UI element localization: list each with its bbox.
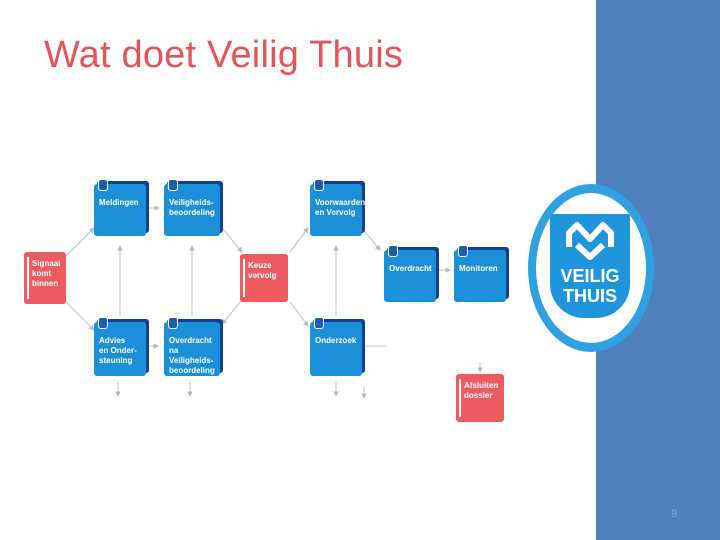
node-label: Overdracht na Veiligheids- beoordeling (169, 336, 215, 375)
clipboard-icon (458, 245, 468, 257)
node-label: Overdracht (389, 264, 432, 273)
clipboard-icon (388, 245, 398, 257)
slide-title: Wat doet Veilig Thuis (44, 34, 404, 76)
node-signaal: Signaal komt binnen (24, 252, 66, 304)
node-advies: Advies en Onder- steuning (94, 317, 146, 376)
node-label: Onderzoek (315, 336, 357, 345)
node-overdracht: Overdracht (384, 245, 436, 302)
connector-veiligheid-advies (221, 299, 243, 325)
node-monitoren: Monitoren (454, 245, 506, 302)
node-label: Keuze vervolg (248, 261, 277, 280)
clipboard-icon (314, 179, 324, 191)
clipboard-icon (98, 179, 108, 191)
connector-voorwaarden-overdracht (361, 227, 381, 251)
node-label: Meldingen (99, 198, 139, 207)
connector-signaal-advies (65, 301, 95, 331)
clipboard-icon (168, 317, 178, 329)
heart-house-icon (566, 222, 614, 260)
clipboard-icon (168, 179, 178, 191)
node-keuze: Keuze vervolg (240, 254, 288, 302)
node-voorwaarden: Voorwaarden en Vervolg (310, 179, 366, 236)
clipboard-icon (98, 317, 108, 329)
node-overdracht-veiligheid: Overdracht na Veiligheids- beoordeling (164, 317, 220, 376)
connector-veiligheid-keuze (221, 227, 243, 253)
page-number: 9 (670, 508, 678, 520)
node-label: Voorwaarden en Vervolg (315, 198, 366, 217)
node-label: Veiligheids- beoordeling (169, 198, 215, 217)
node-meldingen: Meldingen (94, 179, 146, 236)
clipboard-icon (314, 317, 324, 329)
node-veiligheidsbeoordeling: Veiligheids- beoordeling (164, 179, 220, 236)
node-onderzoek: Onderzoek (310, 317, 362, 376)
node-label: Afsluiten dossier (464, 381, 499, 400)
connector-keuze-voorwaarden (289, 227, 309, 253)
logo-text-line2: THUIS (563, 286, 617, 306)
connector-signaal-meldingen (65, 227, 95, 257)
node-label: Advies en Onder- steuning (99, 336, 137, 365)
node-afsluiten: Afsluiten dossier (456, 374, 504, 422)
node-label: Signaal komt binnen (32, 259, 61, 288)
veilig-thuis-logo: VEILIG THUIS (550, 214, 630, 318)
connector-keuze-onderzoek (289, 301, 309, 327)
logo-text-line1: VEILIG (560, 266, 620, 286)
node-label: Monitoren (459, 264, 498, 273)
